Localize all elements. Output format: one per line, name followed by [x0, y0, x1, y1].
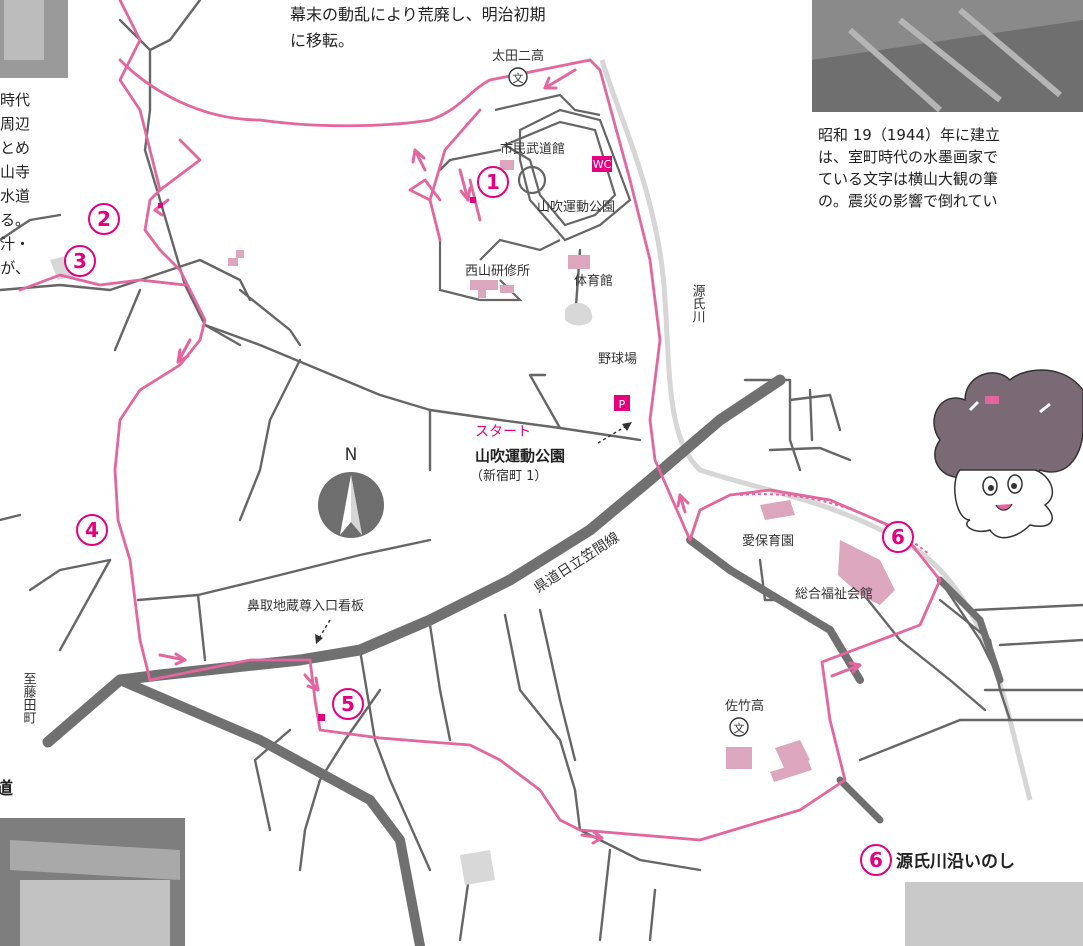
marker-6: 6 [891, 525, 905, 549]
parking-badge [614, 395, 630, 411]
marker-3: 3 [73, 249, 87, 273]
start-park-label: 山吹運動公園 [475, 447, 565, 465]
main-road-se [836, 776, 884, 824]
wc-badge [592, 156, 612, 172]
fukushi-label: 総合福祉会館 [795, 587, 873, 602]
budokan-label: 市民武道館 [500, 141, 565, 157]
school-icon-ota [508, 67, 528, 87]
school-icon-satake [729, 717, 749, 737]
genjigawa-label: 源氏川 [690, 284, 706, 323]
bottom-left-fragment: 道 [0, 778, 13, 799]
satake-label: 佐竹高 [725, 698, 764, 714]
yakyujo-label: 野球場 [598, 352, 637, 367]
start-label: スタート [475, 424, 531, 440]
parking-label: P [619, 398, 626, 411]
nishiyama-label: 西山研修所 [465, 264, 530, 279]
marker-1: 1 [486, 170, 500, 194]
buildings [228, 160, 895, 782]
north-label: N [345, 445, 358, 465]
north-compass [318, 472, 384, 538]
hanatori-label: 鼻取地蔵尊入口看板 [247, 598, 364, 614]
yamabuki-park-label: 山吹運動公園 [537, 200, 615, 215]
prefectural-road [42, 374, 786, 748]
route-markers: 1 2 3 4 5 6 6 [64, 166, 914, 876]
start-address-label: （新宿町 1） [470, 468, 547, 484]
main-road-south [115, 675, 425, 946]
svg-text:文: 文 [513, 71, 524, 85]
mascot-character [933, 369, 1083, 539]
walking-route [18, 0, 942, 842]
left-caption: 時代 周辺 とめ 山寺 水道 る。 汁・ が、 [0, 91, 30, 277]
ota-niko-label: 太田二高 [492, 48, 544, 64]
svg-text:文: 文 [734, 721, 745, 735]
right-caption: 昭和 19（1944）年に建立 は、室町時代の水墨画家で ている文字は横山大観の… [818, 126, 1001, 210]
wc-label: WC [593, 158, 612, 171]
taiikukan-label: 体育館 [574, 273, 613, 289]
marker-6-section: 6 [869, 848, 883, 872]
main-road-east [686, 536, 864, 684]
aihoen-label: 愛保育園 [742, 533, 794, 549]
genji-river [599, 59, 1033, 801]
top-caption: 幕末の動乱により荒廃し、明治初期 に移転。 [290, 5, 546, 50]
marker-5: 5 [341, 692, 355, 716]
main-road-ne [936, 576, 1004, 684]
marker-2: 2 [97, 207, 111, 231]
photo-bottom-right [905, 882, 1083, 946]
section6-title: 源氏川沿いのし [896, 851, 1015, 872]
marker-4: 4 [85, 518, 99, 542]
to-fujita-label: 至藤田町 [21, 672, 37, 724]
